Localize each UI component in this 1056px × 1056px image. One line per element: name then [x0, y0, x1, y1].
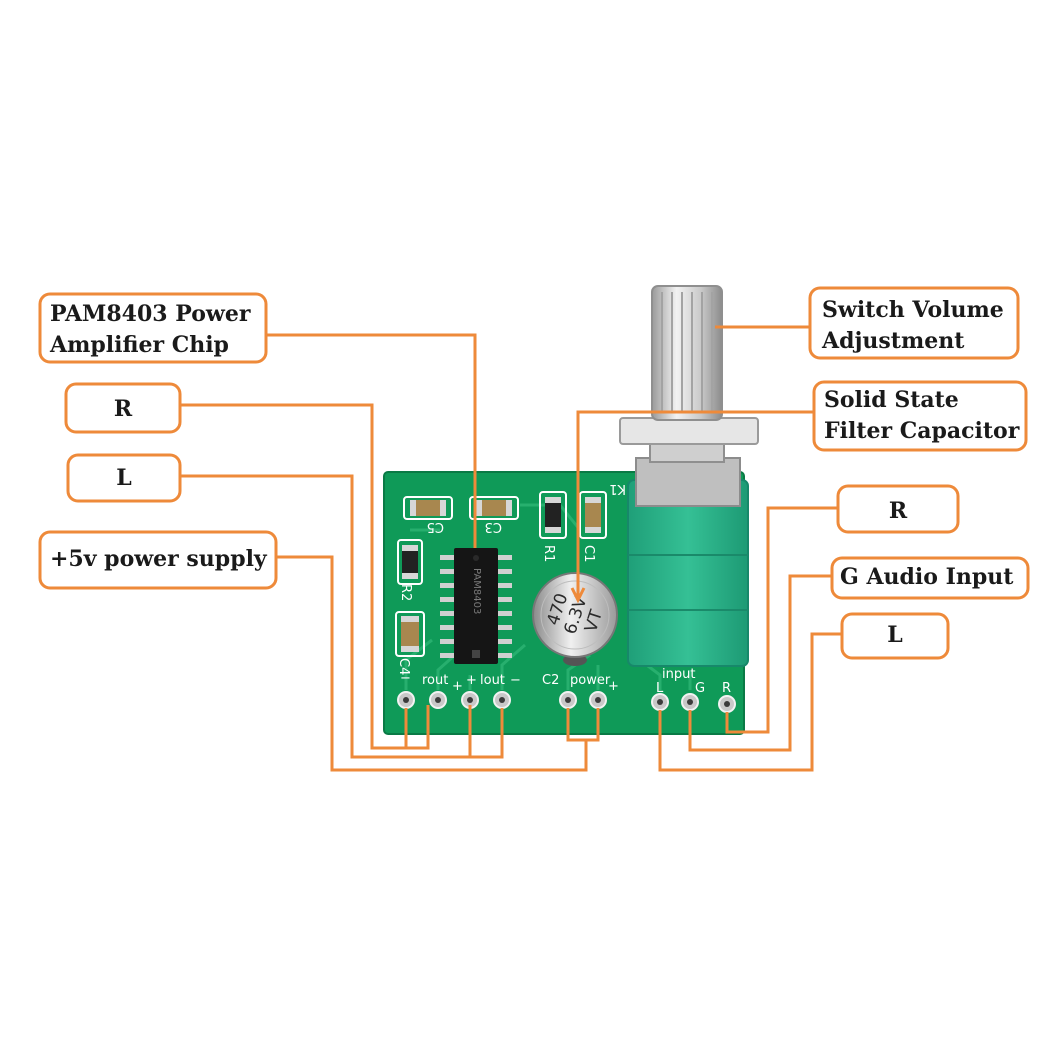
- silk-lout: lout: [480, 673, 505, 688]
- silk-plus-1: +: [452, 679, 463, 694]
- callout-input-right-text: R: [889, 498, 908, 524]
- callout-capacitor-line2: Filter Capacitor: [824, 418, 1020, 444]
- silk-pin-g: G: [695, 681, 705, 696]
- silk-plus-3: +: [608, 679, 619, 694]
- silk-rout: rout: [422, 673, 448, 688]
- silk-power: power: [570, 673, 611, 688]
- callout-switch-volume-line1: Switch Volume: [822, 297, 1004, 323]
- chip-pins-left: [440, 555, 456, 658]
- label-r1: R1: [541, 545, 556, 562]
- callout-input-ground: G Audio Input: [830, 556, 1030, 600]
- smd-cap-c4: C4: [395, 611, 425, 675]
- callout-left-output-text: L: [116, 465, 131, 491]
- callout-input-left-text: L: [887, 622, 902, 648]
- callout-input-ground-text: G Audio Input: [840, 564, 1014, 590]
- leader-power-supply: [276, 555, 588, 772]
- leader-power-plus: [586, 708, 600, 742]
- smd-cap-c5: C5: [403, 496, 453, 534]
- callout-capacitor: Solid State Filter Capacitor: [812, 380, 1028, 452]
- callout-right-output-text: R: [114, 396, 133, 422]
- leader-capacitor: [576, 410, 814, 598]
- callout-left-output: L: [66, 453, 182, 503]
- knurled-shaft: [651, 285, 723, 421]
- volume-potentiometer: [619, 285, 759, 667]
- smd-res-r2: R2: [397, 539, 423, 601]
- silk-pin-l: L: [656, 681, 664, 696]
- callout-power-supply-text: +5v power supply: [50, 546, 268, 572]
- silk-plus-2: +: [466, 673, 477, 688]
- label-c4: C4: [396, 658, 411, 675]
- leader-right-out: [180, 403, 430, 750]
- silk-minus-1: −: [400, 671, 411, 686]
- smd-res-r1: R1: [539, 491, 567, 562]
- leader-left-out: [180, 474, 472, 759]
- silk-c2: C2: [542, 673, 559, 688]
- leader-input-left: [658, 632, 842, 772]
- smd-cap-c3: C3: [469, 496, 519, 534]
- callout-right-output: R: [64, 382, 182, 434]
- silk-input: input: [662, 667, 695, 682]
- label-c5: C5: [427, 519, 444, 534]
- chip-pins-right: [496, 555, 512, 658]
- pam8403-chip: PAM8403: [440, 548, 512, 664]
- smd-cap-c1: C1: [579, 491, 607, 562]
- callout-input-left: L: [840, 612, 950, 660]
- leader-lines: [180, 325, 842, 772]
- callout-pam-chip: PAM8403 Power Amplifier Chip: [38, 292, 268, 364]
- label-r2: R2: [398, 584, 413, 601]
- callout-switch-volume: Switch Volume Adjustment: [808, 286, 1020, 360]
- leader-lout-minus: [470, 708, 504, 759]
- callout-power-supply: +5v power supply: [38, 530, 278, 590]
- electrolytic-capacitor: 470 6.3V VT: [532, 572, 618, 666]
- callout-input-right: R: [836, 484, 960, 534]
- callout-pam-chip-line1: PAM8403 Power: [50, 301, 251, 327]
- label-c3: C3: [485, 519, 502, 534]
- callout-switch-volume-line2: Adjustment: [821, 328, 965, 354]
- chip-marking: PAM8403: [471, 568, 482, 614]
- label-k1: K1: [609, 481, 626, 496]
- silk-minus-2: −: [510, 673, 521, 688]
- label-c1: C1: [581, 545, 596, 562]
- silk-pin-r: R: [722, 681, 731, 696]
- leader-input-ground: [688, 574, 832, 752]
- leader-input-right: [725, 506, 838, 734]
- leader-pam-chip: [266, 333, 477, 548]
- callout-capacitor-line1: Solid State: [824, 387, 959, 413]
- callout-pam-chip-line2: Amplifier Chip: [49, 332, 229, 358]
